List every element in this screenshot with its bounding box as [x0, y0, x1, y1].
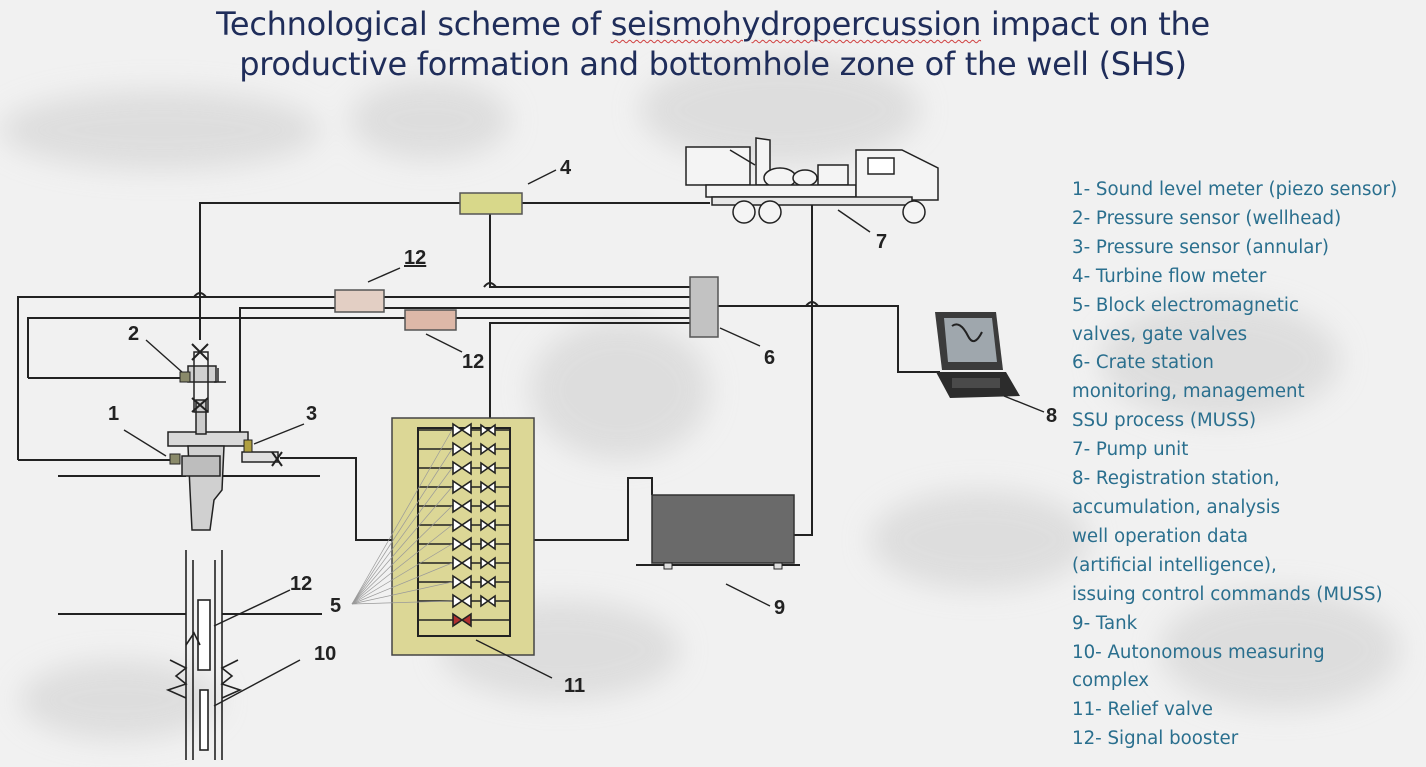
callout-6: 6 — [764, 347, 775, 369]
signal-booster-top — [334, 289, 385, 313]
title-part-c: impact on the — [981, 5, 1210, 43]
process-scheme: 1 2 3 4 12 12 6 7 8 9 11 5 12 10 — [17, 137, 1057, 760]
legend-item: complex — [1072, 670, 1150, 692]
gate-valve — [452, 574, 472, 590]
title-line-1: Technological scheme of seismohydropercu… — [0, 4, 1426, 44]
legend-item: valves, gate valves — [1072, 323, 1248, 345]
electromagnetic-valve — [480, 461, 496, 475]
turbine-flow-meter — [459, 192, 523, 215]
callout-5: 5 — [330, 595, 341, 617]
legend-item: 1- Sound level meter (piezo sensor) — [1072, 179, 1398, 200]
callout-11: 11 — [564, 675, 585, 697]
title-part-a: Technological scheme of — [216, 5, 611, 43]
legend-item: 2- Pressure sensor (wellhead) — [1072, 207, 1342, 229]
sound-level-meter — [169, 453, 181, 465]
gate-valve — [452, 422, 472, 438]
gate-valve — [452, 498, 472, 514]
valve-block — [391, 417, 535, 656]
electromagnetic-valve — [480, 594, 496, 608]
legend-item: 6- Crate station — [1072, 352, 1214, 374]
electromagnetic-valve — [480, 556, 496, 570]
callout-2: 2 — [128, 323, 139, 345]
legend-item: 11- Relief valve — [1072, 699, 1213, 721]
legend-item: 9- Tank — [1072, 612, 1138, 634]
gate-valve — [452, 555, 472, 571]
pressure-sensor-annular — [243, 439, 253, 453]
signal-booster-mid — [404, 309, 457, 331]
gate-valve — [452, 517, 472, 533]
laptop-registration-station — [935, 312, 1020, 398]
gate-valve — [452, 460, 472, 476]
callout-3: 3 — [306, 403, 317, 425]
legend-item: issuing control commands (MUSS) — [1072, 583, 1383, 605]
legend-item: accumulation, analysis — [1072, 496, 1281, 518]
electromagnetic-valve — [480, 575, 496, 589]
callout-4: 4 — [560, 157, 572, 179]
callout-1: 1 — [108, 403, 119, 425]
gate-valve — [452, 536, 472, 552]
callout-12-mid: 12 — [462, 351, 484, 373]
gate-valve — [452, 441, 472, 457]
legend-item: 8- Registration station, — [1072, 468, 1280, 490]
gate-valve — [452, 479, 472, 495]
pressure-sensor-wellhead — [179, 371, 191, 383]
pump-unit-truck — [685, 137, 939, 224]
legend-item: 12- Signal booster — [1072, 728, 1239, 750]
legend-item: well operation data — [1072, 525, 1249, 547]
relief-valve — [452, 612, 472, 628]
legend-item: SSU process (MUSS) — [1072, 410, 1257, 432]
legend-item: 10- Autonomous measuring — [1072, 641, 1325, 663]
electromagnetic-valve — [480, 423, 496, 437]
callout-12-top: 12 — [404, 247, 426, 269]
legend-item: 3- Pressure sensor (annular) — [1072, 236, 1330, 258]
callout-7: 7 — [876, 231, 887, 253]
callout-12-well: 12 — [290, 573, 312, 595]
electromagnetic-valve — [480, 442, 496, 456]
electromagnetic-valve — [480, 480, 496, 494]
title-line-2: productive formation and bottomhole zone… — [239, 45, 1187, 83]
callout-8: 8 — [1046, 405, 1057, 427]
legend-item: 5- Block electromagnetic — [1072, 294, 1299, 316]
legend-item: 7- Pump unit — [1072, 439, 1189, 461]
page-title: Technological scheme of seismohydropercu… — [0, 4, 1426, 84]
crate-station — [689, 276, 719, 338]
electromagnetic-valve — [480, 537, 496, 551]
gate-valve — [452, 593, 472, 609]
legend-item: 4- Turbine flow meter — [1072, 265, 1267, 287]
callout-10: 10 — [314, 643, 336, 665]
legend-list: 1- Sound level meter (piezo sensor) 2- P… — [1072, 176, 1426, 754]
legend-item: (artificial intelligence), — [1072, 554, 1277, 576]
electromagnetic-valve — [480, 499, 496, 513]
legend-item: monitoring, management — [1072, 381, 1305, 403]
callout-9: 9 — [774, 597, 785, 619]
title-misspelled-word: seismohydropercussion — [610, 5, 982, 43]
tank — [636, 494, 800, 570]
wellhead — [167, 343, 283, 531]
electromagnetic-valve — [480, 518, 496, 532]
